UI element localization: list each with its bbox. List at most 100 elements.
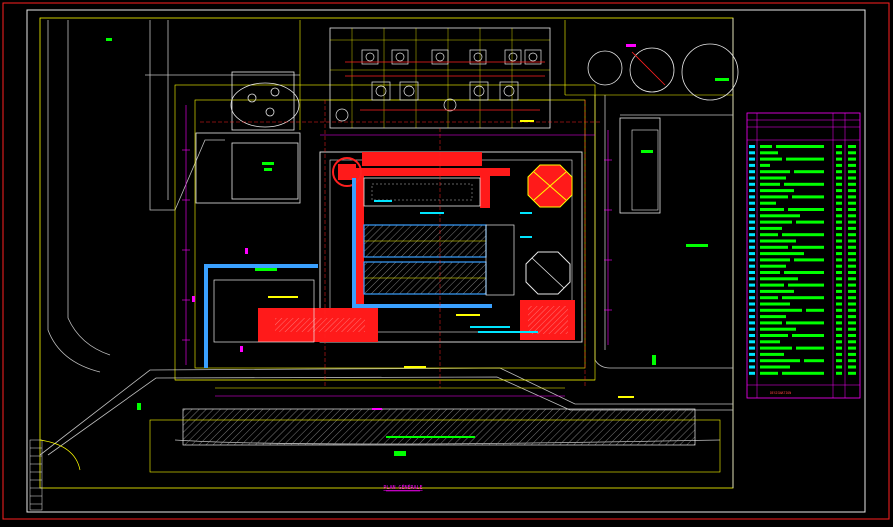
building-block-left-inner	[231, 142, 299, 200]
legend-footer: DESIGNATION	[770, 391, 791, 395]
legend-row-text	[760, 195, 788, 199]
legend-row-text	[760, 208, 784, 211]
legend-row-qty	[836, 151, 842, 155]
legend-row-index	[749, 352, 755, 356]
legend-row-index	[749, 365, 755, 369]
blue-wall-bottom	[352, 304, 492, 308]
magenta-annotations	[192, 248, 382, 410]
legend-row-qty	[836, 327, 842, 331]
legend-row-qty	[836, 145, 842, 148]
legend-row-qty	[836, 365, 842, 369]
green-marker	[394, 451, 406, 456]
legend-row-text	[760, 327, 796, 331]
legend-row-text	[760, 151, 778, 155]
legend-row-text	[760, 346, 792, 350]
lower-left-label	[268, 296, 298, 298]
legend-row-qty	[836, 220, 842, 224]
legend-row-qty	[836, 289, 842, 293]
legend-row-index	[749, 176, 755, 180]
legend-row-text	[760, 271, 780, 274]
legend-row-text	[760, 359, 800, 363]
legend-row-qty	[836, 271, 842, 274]
building-block-left	[195, 132, 301, 204]
legend-row-index	[749, 315, 755, 319]
legend-row-index	[749, 327, 755, 331]
legend-row-text-cont	[806, 308, 824, 312]
pumps-row-2	[335, 81, 519, 122]
legend-row-unit	[848, 352, 856, 356]
legend-row-text-cont	[786, 157, 824, 161]
cyan-annotations	[374, 200, 538, 333]
green-right-marker	[652, 355, 656, 365]
legend-row-unit	[848, 245, 856, 249]
legend-row-index	[749, 264, 755, 268]
legend-row-text	[760, 163, 770, 167]
legend-row-text	[760, 277, 798, 281]
legend-row-unit	[848, 371, 856, 375]
legend-row-qty	[836, 208, 842, 211]
legend-row-index	[749, 226, 755, 230]
legend-row-qty	[836, 214, 842, 218]
legend-row-index	[749, 239, 755, 243]
legend-row-unit	[848, 321, 856, 325]
white-digester-cross	[531, 257, 565, 289]
legend-row-text	[760, 189, 794, 193]
legend-row-unit	[848, 220, 856, 224]
legend-row-qty	[836, 258, 842, 262]
legend-row-unit	[848, 226, 856, 230]
equipment-yard	[329, 27, 551, 129]
legend-row-unit	[848, 296, 856, 300]
pumps-row-1	[361, 49, 542, 65]
legend-row-text	[760, 352, 784, 356]
parking-strip-outline	[149, 419, 721, 473]
legend-row-index	[749, 340, 755, 344]
legend-row-qty	[836, 189, 842, 193]
legend-row-qty	[836, 359, 842, 363]
green-right-label-2	[686, 244, 708, 247]
green-left-marker	[137, 403, 141, 410]
legend-row-text	[760, 315, 786, 319]
legend-row-index	[749, 170, 755, 174]
legend-row-text	[760, 302, 790, 306]
legend-row-index	[749, 271, 755, 274]
legend-row-index	[749, 182, 755, 186]
legend-row-index	[749, 346, 755, 350]
drawing-title: PLAN GÉNÉRALE	[383, 483, 422, 491]
legend-row-unit	[848, 157, 856, 161]
legend-row-text	[760, 176, 786, 180]
legend-row-unit	[848, 189, 856, 193]
legend-row-index	[749, 258, 755, 262]
legend-row-index	[749, 151, 755, 155]
red-right-riser	[480, 168, 490, 208]
magenta-marker-top	[626, 44, 636, 47]
legend-row-text	[760, 157, 782, 161]
legend-row-qty	[836, 277, 842, 281]
legend-row-qty	[836, 340, 842, 344]
hatched-parking-strip	[182, 408, 696, 446]
legend-row-text-cont	[782, 296, 824, 300]
green-right-label	[641, 150, 653, 153]
legend-row-unit	[848, 289, 856, 293]
legend-table	[746, 112, 861, 399]
legend-row-qty	[836, 170, 842, 174]
legend-row-index	[749, 208, 755, 211]
legend-row-text	[760, 340, 780, 344]
red-piping-top	[345, 61, 545, 111]
outer-frame	[2, 2, 890, 520]
legend-row-text-cont	[776, 145, 824, 148]
legend-row-unit	[848, 145, 856, 148]
legend-row-text	[760, 252, 804, 256]
legend-row-index	[749, 163, 755, 167]
legend-row-text-cont	[788, 283, 824, 287]
legend-row-index	[749, 308, 755, 312]
tank-area-top-left	[230, 71, 300, 131]
red-header-pipe-2	[360, 168, 510, 176]
legend-row-unit	[848, 182, 856, 186]
legend-row-text	[760, 239, 796, 243]
lower-left-building	[213, 279, 315, 343]
legend-row-index	[749, 302, 755, 306]
legend-row-unit	[848, 359, 856, 363]
legend-row-text	[760, 226, 782, 230]
legend-row-unit	[848, 334, 856, 337]
